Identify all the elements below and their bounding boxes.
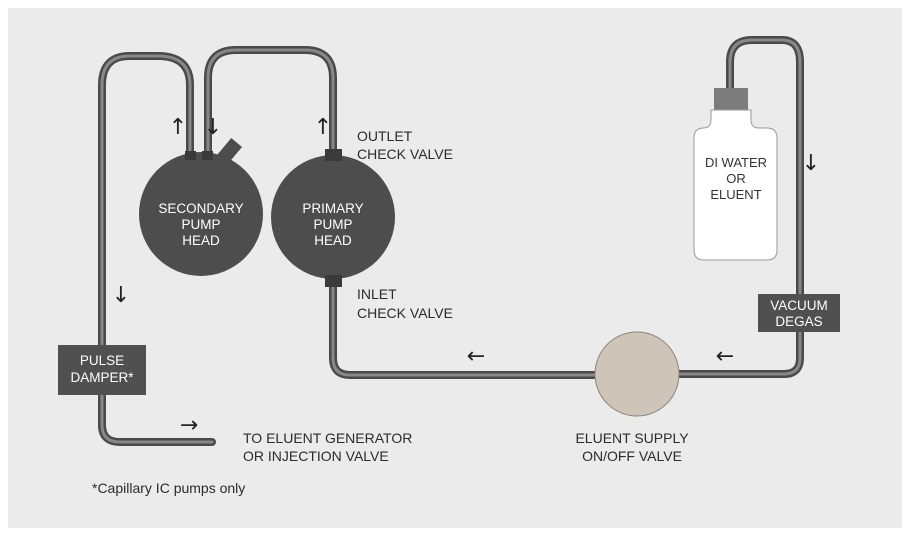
inlet-check-valve-label-1: INLET <box>357 286 397 302</box>
bottle-label-3: ELUENT <box>710 187 761 202</box>
pulse-damper-label-2: DAMPER* <box>70 370 134 385</box>
primary-pump-head-circle <box>271 155 395 279</box>
bottle-label-2: OR <box>726 171 746 186</box>
secondary-pump-head-circle <box>139 152 263 276</box>
primary-pump-label-2: PUMP <box>313 217 352 232</box>
outlet-check-valve-label: OUTLET CHECK VALVE <box>357 128 453 162</box>
bottle-body <box>693 109 778 261</box>
flow-arrow-down-damper: ↓ <box>112 283 130 308</box>
eluent-supply-valve-label-2: ON/OFF VALVE <box>582 448 682 464</box>
secondary-pump-label-2: PUMP <box>181 217 220 232</box>
primary-pump-head: PRIMARY PUMP HEAD <box>271 149 395 287</box>
destination-label-2: OR INJECTION VALVE <box>243 448 389 464</box>
flow-arrow-left-inlet: ← <box>467 344 485 369</box>
secondary-inlet-fitting <box>202 151 213 160</box>
eluent-supply-valve-label-1: ELUENT SUPPLY <box>575 430 689 446</box>
tube-inner <box>100 38 802 444</box>
flow-arrow-down-secondary: ↓ <box>204 115 222 140</box>
vacuum-degas: VACUUM DEGAS <box>758 294 840 332</box>
outlet-check-valve-fitting <box>325 149 342 161</box>
pulse-damper: PULSE DAMPER* <box>58 345 146 395</box>
bottle-cap <box>714 88 748 110</box>
tubing <box>98 36 804 446</box>
vacuum-degas-label-1: VACUUM <box>770 298 828 313</box>
flow-arrow-down-bottle: ↓ <box>802 151 820 176</box>
eluent-supply-valve: ELUENT SUPPLY ON/OFF VALVE <box>575 331 689 464</box>
inlet-check-valve-label: INLET CHECK VALVE <box>357 286 453 321</box>
flow-arrow-left-degas: ← <box>716 344 734 369</box>
footnote: *Capillary IC pumps only <box>92 480 245 496</box>
secondary-pump-label-3: HEAD <box>182 233 220 248</box>
vacuum-degas-box <box>758 294 840 332</box>
bottle-label-1: DI WATER <box>705 155 767 170</box>
secondary-outlet-fitting <box>185 151 196 160</box>
flow-arrow-up-primary: ↑ <box>314 115 332 140</box>
flow-arrow-right-outlet: → <box>180 413 198 438</box>
pulse-damper-label-1: PULSE <box>80 353 124 368</box>
inlet-check-valve-fitting <box>325 275 342 287</box>
secondary-pump-label-1: SECONDARY <box>158 201 243 216</box>
primary-pump-label-3: HEAD <box>314 233 352 248</box>
eluent-supply-valve-disc <box>594 331 680 417</box>
outlet-check-valve-label-1: OUTLET <box>357 128 413 144</box>
secondary-pump-head: SECONDARY PUMP HEAD <box>139 138 263 276</box>
inlet-check-valve-label-2: CHECK VALVE <box>357 305 453 321</box>
flow-arrow-up-secondary: ↑ <box>169 115 187 140</box>
pulse-damper-box <box>58 345 146 395</box>
vacuum-degas-label-2: DEGAS <box>775 314 822 329</box>
primary-pump-label-1: PRIMARY <box>302 201 363 216</box>
eluent-bottle: DI WATER OR ELUENT <box>693 88 778 261</box>
diagram-background <box>8 8 902 528</box>
destination-label-1: TO ELUENT GENERATOR <box>243 430 412 446</box>
outlet-check-valve-label-2: CHECK VALVE <box>357 146 453 162</box>
